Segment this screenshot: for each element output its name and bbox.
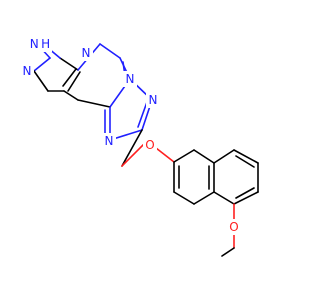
bond [33, 70, 49, 92]
bond [235, 155, 255, 168]
bond [121, 129, 143, 167]
bond [77, 99, 111, 108]
n-pyrazole-atom: N [20, 63, 34, 79]
bond [137, 101, 148, 128]
bond [33, 57, 51, 72]
nh-label: N H [30, 37, 50, 51]
bond [62, 68, 77, 87]
bond [235, 187, 255, 199]
o-ether-label: O [145, 138, 154, 152]
bond [121, 141, 147, 167]
n-pyrazole-label: N [23, 64, 32, 78]
n-triazole-left-atom: N [102, 133, 116, 149]
bond [213, 191, 235, 205]
bond [99, 43, 121, 59]
bond [213, 149, 235, 164]
bond [193, 149, 215, 164]
bond [173, 191, 195, 205]
bond [221, 247, 235, 257]
n-bridge-label: N [126, 72, 135, 86]
bond [155, 147, 175, 163]
o-ether-atom: O [143, 137, 157, 153]
n-pyrimidine-top-atom: N [79, 45, 93, 61]
n-pyrimidine-top-label: N [82, 46, 91, 60]
bond [67, 71, 81, 92]
o-methoxy-atom: O [227, 219, 241, 235]
n-triazole-right-label: N [149, 93, 158, 107]
bond [63, 90, 79, 101]
o-methoxy-label: O [229, 220, 238, 234]
n-bridge-atom: N [123, 71, 137, 87]
bond-layer [33, 43, 259, 257]
bond [173, 149, 195, 163]
bond [193, 191, 215, 205]
nh-atom: N H [28, 36, 52, 52]
bond [233, 149, 259, 164]
n-triazole-left-label: N [105, 134, 114, 148]
n-triazole-right-atom: N [146, 92, 160, 108]
atom-layer: N H N N N N N O O [20, 36, 241, 235]
molecule-structure: N H N N N N N O O [20, 36, 259, 257]
bond [59, 57, 79, 71]
bond [233, 191, 259, 205]
